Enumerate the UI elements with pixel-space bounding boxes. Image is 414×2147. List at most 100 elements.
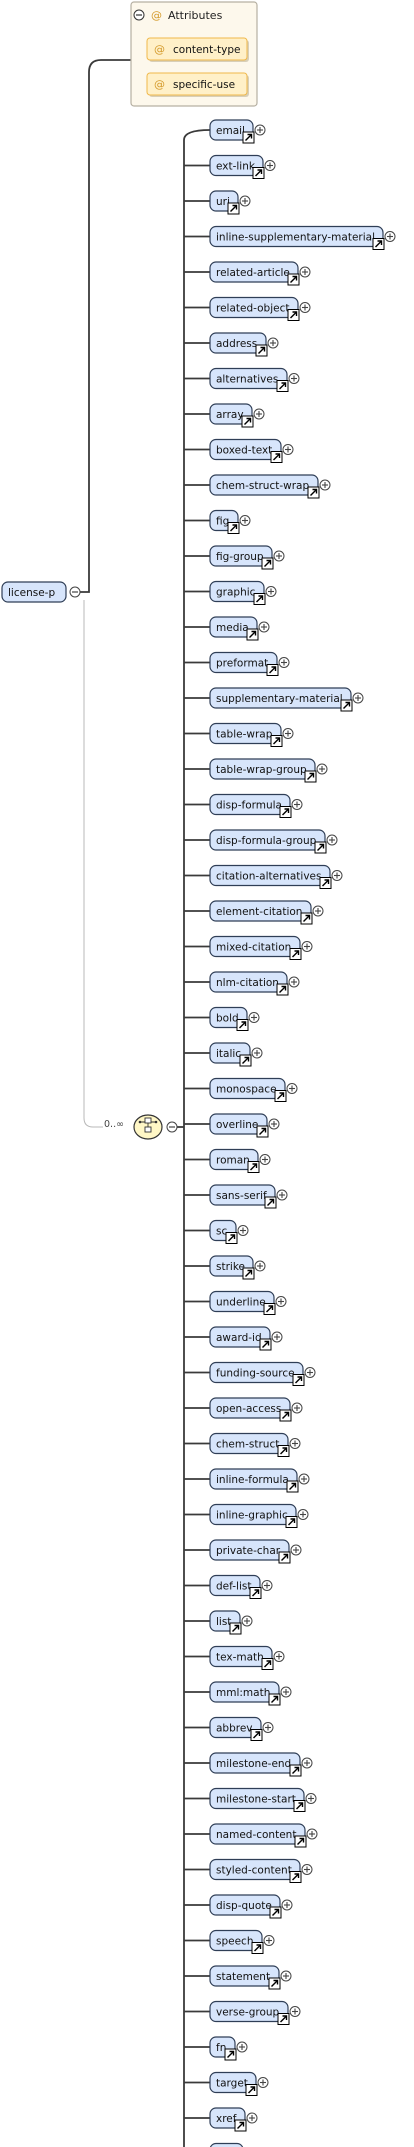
expand-icon[interactable] (352, 692, 364, 704)
expand-icon[interactable] (262, 1722, 274, 1733)
element-verse-group[interactable]: verse-group (209, 2000, 301, 2025)
expand-icon[interactable] (280, 1970, 292, 1982)
expand-icon[interactable] (297, 1509, 309, 1520)
expand-icon[interactable] (306, 1828, 318, 1840)
element-citation-alternatives[interactable]: citation-alternatives (209, 864, 343, 889)
expand-icon[interactable] (312, 905, 324, 917)
expand-icon[interactable] (246, 2112, 258, 2124)
element-array[interactable]: array (209, 403, 265, 428)
element-media[interactable]: media (209, 616, 270, 641)
element-fn[interactable]: fn (209, 2036, 248, 2061)
attribute-specific-use[interactable]: @specific-use (146, 72, 249, 97)
expand-icon[interactable] (273, 1651, 285, 1662)
collapse-icon[interactable] (69, 586, 81, 598)
expand-icon[interactable] (331, 870, 343, 881)
expand-icon[interactable] (267, 337, 279, 349)
element-def-list[interactable]: def-list (209, 1574, 273, 1599)
element-award-id[interactable]: award-id (209, 1326, 283, 1351)
expand-icon[interactable] (268, 1118, 280, 1130)
expand-icon[interactable] (264, 160, 276, 171)
element-fig-group[interactable]: fig-group (209, 545, 285, 570)
element-address[interactable]: address (209, 332, 279, 357)
expand-icon[interactable] (259, 1154, 271, 1165)
expand-icon[interactable] (319, 479, 331, 491)
element-chem-struct-wrap[interactable]: chem-struct-wrap (209, 474, 331, 499)
expand-icon[interactable] (301, 1864, 313, 1875)
element-sub[interactable]: sub (209, 2142, 255, 2147)
element-bold[interactable]: bold (209, 1006, 260, 1031)
expand-icon[interactable] (253, 408, 265, 420)
expand-icon[interactable] (290, 1544, 302, 1556)
expand-icon[interactable] (299, 266, 311, 278)
expand-icon[interactable] (275, 1296, 287, 1307)
root-element-license-p[interactable]: license-p (1, 581, 81, 603)
element-target[interactable]: target (209, 2071, 269, 2096)
expand-icon[interactable] (258, 621, 270, 633)
attributes-collapse-icon[interactable] (133, 9, 145, 21)
attribute-content-type[interactable]: @content-type (146, 37, 249, 62)
element-strike[interactable]: strike (209, 1255, 266, 1280)
expand-icon[interactable] (278, 657, 290, 668)
element-open-access[interactable]: open-access (209, 1397, 303, 1422)
expand-icon[interactable] (237, 1225, 249, 1236)
element-funding-source[interactable]: funding-source (209, 1361, 316, 1386)
element-uri[interactable]: uri (209, 190, 251, 215)
expand-icon[interactable] (298, 1473, 310, 1485)
element-roman[interactable]: roman (209, 1148, 271, 1173)
element-chem-struct[interactable]: chem-struct (209, 1432, 301, 1457)
element-nlm-citation[interactable]: nlm-citation (209, 971, 300, 996)
expand-icon[interactable] (254, 124, 266, 136)
element-related-object[interactable]: related-object (209, 296, 311, 321)
element-boxed-text[interactable]: boxed-text (209, 438, 294, 463)
element-supplementary-material[interactable]: supplementary-material (209, 687, 364, 712)
element-monospace[interactable]: monospace (209, 1077, 298, 1102)
choice-collapse-icon[interactable] (166, 1121, 178, 1133)
element-inline-formula[interactable]: inline-formula (209, 1468, 310, 1493)
element-overline[interactable]: overline (209, 1113, 280, 1138)
expand-icon[interactable] (271, 1331, 283, 1343)
element-disp-formula[interactable]: disp-formula (209, 793, 303, 818)
expand-icon[interactable] (263, 1935, 275, 1946)
element-disp-quote[interactable]: disp-quote (209, 1894, 293, 1919)
expand-icon[interactable] (273, 550, 285, 562)
element-table-wrap[interactable]: table-wrap (209, 722, 294, 747)
element-email[interactable]: email (209, 119, 266, 144)
expand-icon[interactable] (251, 1047, 263, 1059)
expand-icon[interactable] (276, 1189, 288, 1201)
expand-icon[interactable] (316, 763, 328, 775)
expand-icon[interactable] (289, 2006, 301, 2017)
expand-icon[interactable] (248, 1012, 260, 1023)
element-abbrev[interactable]: abbrev (209, 1716, 274, 1741)
element-preformat[interactable]: preformat (209, 651, 290, 676)
element-milestone-end[interactable]: milestone-end (209, 1752, 313, 1777)
element-italic[interactable]: italic (209, 1042, 263, 1067)
element-speech[interactable]: speech (209, 1929, 275, 1954)
expand-icon[interactable] (301, 941, 313, 952)
expand-icon[interactable] (239, 195, 251, 207)
element-named-content[interactable]: named-content (209, 1823, 318, 1848)
expand-icon[interactable] (288, 373, 300, 384)
expand-icon[interactable] (291, 799, 303, 810)
expand-icon[interactable] (280, 1686, 292, 1698)
element-fig[interactable]: fig (209, 509, 251, 534)
element-inline-graphic[interactable]: inline-graphic (209, 1503, 309, 1528)
element-underline[interactable]: underline (209, 1290, 287, 1315)
expand-icon[interactable] (326, 834, 338, 846)
element-table-wrap-group[interactable]: table-wrap-group (209, 758, 328, 783)
element-related-article[interactable]: related-article (209, 261, 311, 286)
element-styled-content[interactable]: styled-content (209, 1858, 313, 1883)
expand-icon[interactable] (241, 1615, 253, 1627)
expand-icon[interactable] (257, 2077, 269, 2088)
expand-icon[interactable] (286, 1083, 298, 1094)
element-statement[interactable]: statement (209, 1965, 292, 1990)
expand-icon[interactable] (236, 2041, 248, 2053)
element-element-citation[interactable]: element-citation (209, 900, 324, 925)
expand-icon[interactable] (281, 1899, 293, 1911)
expand-icon[interactable] (305, 1793, 317, 1804)
expand-icon[interactable] (282, 728, 294, 739)
element-private-char[interactable]: private-char (209, 1539, 302, 1564)
expand-icon[interactable] (254, 1260, 266, 1272)
element-list[interactable]: list (209, 1610, 253, 1635)
expand-icon[interactable] (261, 1580, 273, 1591)
choice-compositor[interactable]: 0..∞ (104, 1114, 178, 1140)
